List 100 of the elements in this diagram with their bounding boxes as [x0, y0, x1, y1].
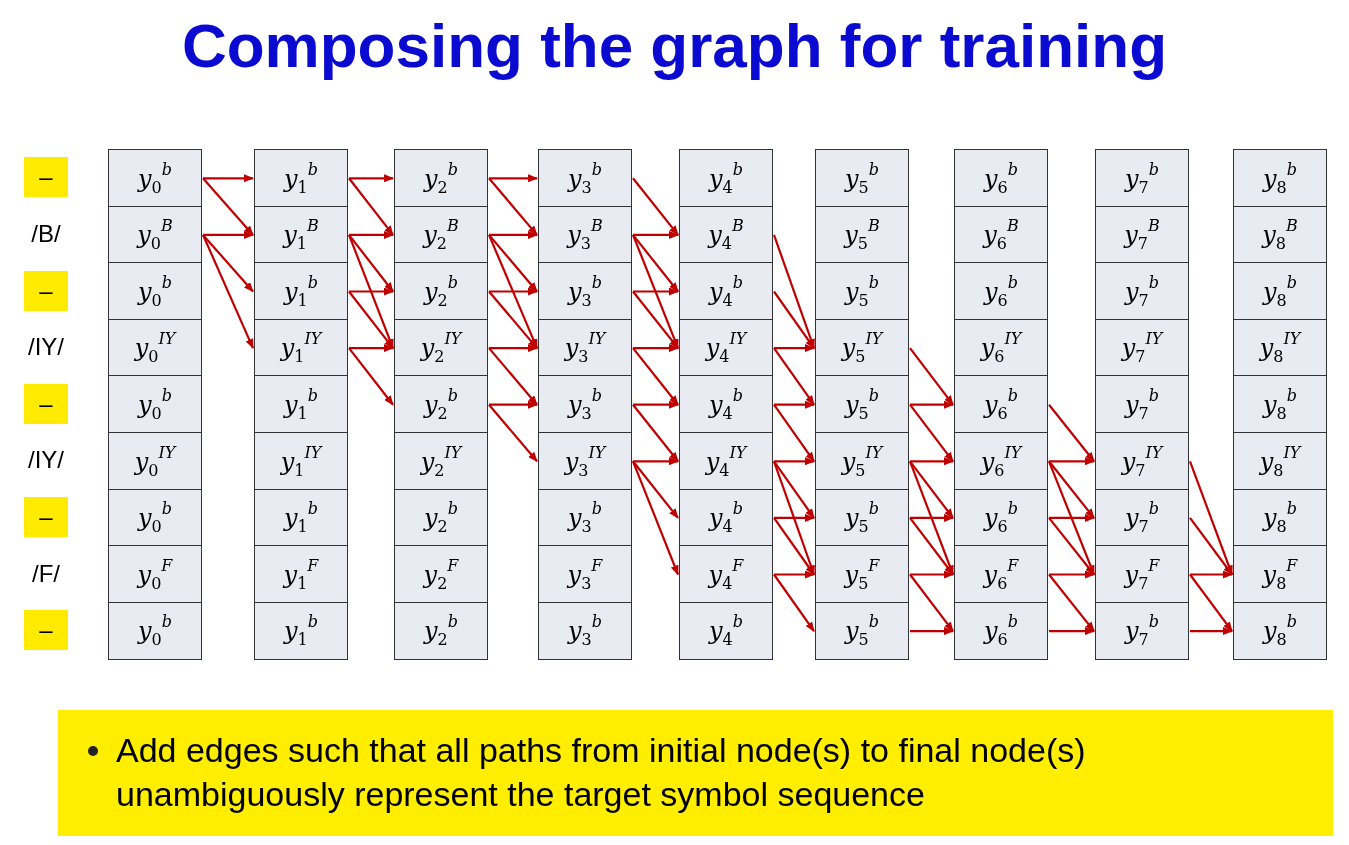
state-cell: [679, 432, 773, 491]
state-cell: [679, 262, 773, 321]
note-text: Add edges such that all paths from initial node(s) to final node(s) unambiguously represent the target symbol sequence: [116, 730, 1087, 815]
state-cell: [108, 318, 202, 377]
state-cell: [679, 488, 773, 547]
slide-title: Composing the graph for training: [180, 10, 1169, 81]
arrow: [202, 234, 254, 293]
state-cell: [1233, 149, 1327, 208]
state-cell: [394, 262, 488, 321]
state-cell: [254, 545, 348, 604]
state-cell: [108, 205, 202, 264]
state-cell: [954, 488, 1048, 547]
state-cell: [108, 601, 202, 660]
arrow: [349, 174, 394, 183]
arrow: [774, 513, 815, 522]
state-cell: [254, 375, 348, 434]
arrow: [774, 457, 815, 466]
arrow: [909, 347, 954, 406]
arrow: [1189, 573, 1233, 632]
state-cell: [108, 545, 202, 604]
arrow: [632, 347, 679, 406]
state-cell: [538, 601, 632, 660]
arrow: [1190, 570, 1233, 579]
arrow: [348, 177, 394, 236]
arrow: [632, 234, 679, 293]
arrow: [774, 400, 815, 409]
arrow: [488, 177, 538, 236]
row-label: /IY/: [27, 445, 65, 476]
arrow: [1189, 517, 1233, 576]
state-cell: [1233, 601, 1327, 660]
arrow: [1049, 570, 1095, 579]
state-cell: [538, 375, 632, 434]
arrow: [1048, 573, 1095, 632]
state-cell: [254, 205, 348, 264]
state-cell: [954, 205, 1048, 264]
arrow: [773, 517, 815, 576]
arrow: [1048, 404, 1095, 463]
arrow: [773, 347, 815, 406]
arrow: [349, 287, 394, 296]
state-cell: [394, 318, 488, 377]
state-cell: [108, 375, 202, 434]
state-cell: [1095, 488, 1189, 547]
arrow: [632, 404, 679, 463]
state-cell: [538, 488, 632, 547]
state-cell: [394, 375, 488, 434]
arrow: [910, 627, 954, 636]
arrow: [633, 287, 679, 296]
arrow: [773, 290, 815, 349]
state-cell: [1095, 432, 1189, 491]
state-cell: [394, 432, 488, 491]
row-label: –: [24, 383, 68, 424]
state-cell: [394, 545, 488, 604]
arrow: [774, 570, 815, 579]
row-label: –: [24, 157, 68, 198]
state-cell: [954, 375, 1048, 434]
state-cell: [538, 205, 632, 264]
arrow: [909, 573, 954, 632]
state-cell: [1233, 432, 1327, 491]
state-cell: [954, 149, 1048, 208]
row-label: –: [24, 496, 68, 537]
state-cell: [1233, 545, 1327, 604]
arrow: [632, 290, 679, 349]
state-cell: [1095, 149, 1189, 208]
arrow: [773, 573, 815, 632]
arrow: [633, 344, 679, 353]
state-cell: [254, 318, 348, 377]
arrow: [1048, 460, 1095, 519]
state-cell: [1095, 601, 1189, 660]
state-cell: [1233, 262, 1327, 321]
state-cell: [815, 488, 909, 547]
state-cell: [954, 432, 1048, 491]
arrow: [632, 460, 679, 519]
row-label: /IY/: [27, 332, 65, 363]
arrow: [773, 460, 815, 519]
state-cell: [108, 149, 202, 208]
state-cell: [679, 545, 773, 604]
arrow: [488, 347, 538, 406]
state-cell: [815, 545, 909, 604]
arrow: [1049, 627, 1095, 636]
arrow: [1049, 457, 1095, 466]
state-cell: [679, 601, 773, 660]
state-cell: [815, 375, 909, 434]
arrow: [203, 174, 254, 183]
arrow: [910, 570, 954, 579]
state-cell: [679, 149, 773, 208]
state-cell: [254, 432, 348, 491]
arrow: [774, 344, 815, 353]
state-cell: [679, 375, 773, 434]
state-cell: [815, 601, 909, 660]
arrow: [202, 177, 254, 236]
arrow: [910, 457, 954, 466]
state-cell: [1233, 205, 1327, 264]
arrow: [349, 344, 394, 353]
row-label: /F/: [31, 558, 61, 589]
state-cell: [394, 205, 488, 264]
arrow: [909, 517, 954, 576]
arrow: [202, 234, 254, 349]
arrow: [1190, 627, 1233, 636]
arrow: [1049, 513, 1095, 522]
state-cell: [1233, 488, 1327, 547]
